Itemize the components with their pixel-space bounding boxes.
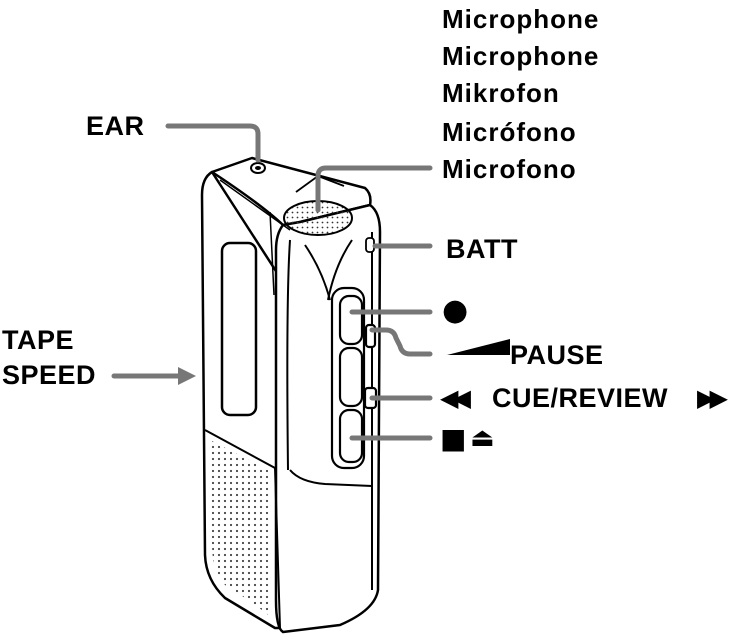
label-mikrofon-de: Mikrofon bbox=[442, 78, 560, 108]
label-batt: BATT bbox=[446, 234, 518, 264]
label-cue-review: CUE/REVIEW bbox=[492, 383, 669, 413]
record-dot-icon: ● bbox=[442, 293, 469, 328]
stop-square-icon: ■ bbox=[440, 422, 467, 455]
label-tape: TAPE bbox=[2, 325, 75, 355]
ear-leader bbox=[165, 123, 261, 163]
pause-wedge-icon bbox=[447, 339, 510, 355]
pause-leader bbox=[369, 327, 433, 357]
label-microphone-en: Microphone bbox=[442, 4, 600, 34]
control-panel bbox=[330, 286, 378, 470]
label-pause: PAUSE bbox=[510, 340, 604, 370]
leader-lines bbox=[111, 123, 433, 441]
rewind-icon: ◀◀ bbox=[440, 384, 471, 412]
recorder-details bbox=[219, 174, 373, 590]
microphone-leader bbox=[315, 165, 433, 213]
label-microfono-it: Microfono bbox=[442, 154, 577, 184]
label-microfono-es: Micrófono bbox=[442, 117, 577, 147]
label-ear: EAR bbox=[86, 111, 145, 141]
ear-jack bbox=[250, 162, 266, 174]
speaker-grille bbox=[210, 440, 272, 618]
label-speed: SPEED bbox=[2, 360, 97, 390]
cassette-window bbox=[220, 241, 258, 417]
label-microphone-fr: Microphone bbox=[442, 41, 600, 71]
fast-forward-icon: ▶▶ bbox=[697, 384, 728, 412]
eject-icon: ⏏ bbox=[470, 423, 495, 453]
tape-speed-arrow-head bbox=[178, 367, 196, 385]
